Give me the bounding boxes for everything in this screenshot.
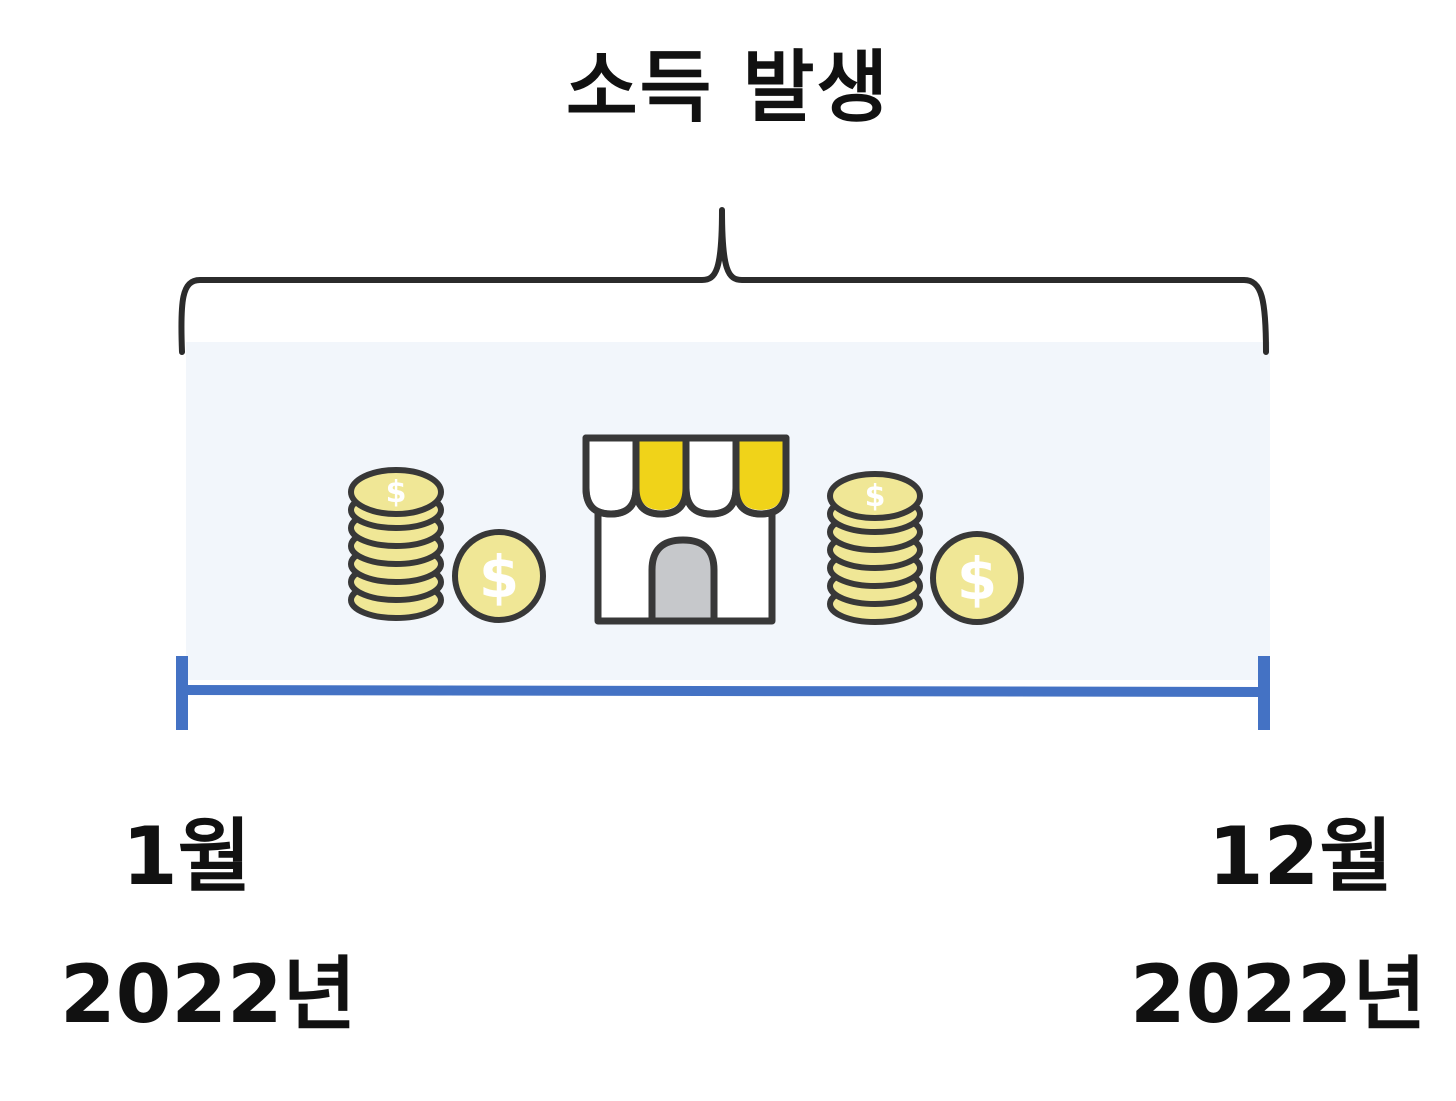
- timeline-line: [181, 685, 1265, 697]
- end-year-label: 2022년: [1130, 948, 1427, 1041]
- curly-brace: [178, 207, 1269, 355]
- start-month-label: 1월: [122, 810, 252, 903]
- dollar-coin-icon: [455, 532, 543, 620]
- dollar-coin-icon: [933, 534, 1021, 622]
- storefront-icon: [582, 434, 790, 625]
- coin-stack-icon: [830, 474, 920, 622]
- diagram-title: 소득 발생: [565, 43, 891, 133]
- coin-stack-icon: [351, 470, 441, 618]
- start-year-label: 2022년: [60, 948, 357, 1041]
- end-month-label: 12월: [1208, 810, 1393, 903]
